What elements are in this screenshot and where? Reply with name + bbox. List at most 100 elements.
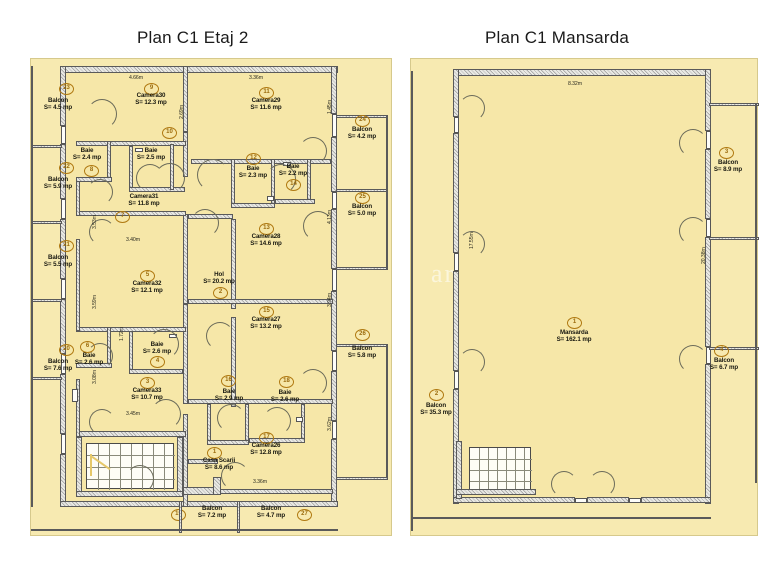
door-swing-1 bbox=[87, 99, 117, 129]
room-marker-19: 19 bbox=[171, 509, 186, 521]
camera33-window bbox=[72, 389, 78, 402]
dimension-8-32m: 8.32m bbox=[568, 81, 582, 87]
door-swing-4 bbox=[87, 179, 113, 205]
door-swing-11 bbox=[206, 322, 234, 350]
balcony-edge-right-top bbox=[386, 115, 388, 270]
room-label-baie10: Baie S= 2.5 mp bbox=[123, 147, 179, 162]
room-label-baie8: Baie S= 2.4 mp bbox=[59, 147, 115, 162]
wall-spine-mid1 bbox=[183, 132, 188, 177]
wall-camera27-bottom bbox=[188, 399, 333, 404]
room-marker-11: 11 bbox=[259, 87, 274, 99]
room-label-balcon24: Balcon S= 4.2 mp bbox=[333, 126, 391, 141]
dimension-1-45m: 1.45m bbox=[327, 100, 333, 114]
balcony-divider-left-1 bbox=[31, 145, 62, 148]
room-area: S= 12.8 mp bbox=[250, 449, 282, 457]
door-swing-m5 bbox=[679, 217, 707, 245]
room-marker-25: 25 bbox=[355, 192, 370, 204]
balcony-bottom-divider-2 bbox=[237, 501, 240, 533]
wall-baie16-bottom bbox=[207, 440, 249, 445]
room-label-camera31: Camera31 S= 11.8 mp bbox=[109, 193, 179, 208]
room-name: Balcon bbox=[47, 254, 69, 261]
room-marker-15: 15 bbox=[259, 306, 274, 318]
dimension-3-08m: 3.08m bbox=[92, 370, 98, 384]
door-swing-5 bbox=[197, 159, 229, 191]
door-swing-19 bbox=[299, 137, 327, 165]
plan-title-left: Plan C1 Etaj 2 bbox=[137, 28, 249, 47]
wall-mansarda-bottom-c bbox=[641, 497, 711, 503]
window-right-2 bbox=[332, 192, 337, 209]
room-area: S= 2.9 mp bbox=[214, 395, 244, 403]
balcony-edge-left bbox=[31, 66, 33, 507]
balcony-divider-left-3 bbox=[31, 299, 62, 302]
room-name: Hol bbox=[214, 271, 224, 278]
room-marker-13: 13 bbox=[259, 223, 274, 235]
room-area: S= 2.3 mp bbox=[238, 172, 268, 180]
balcony-divider-left-2 bbox=[31, 221, 62, 224]
room-name: Balcon bbox=[425, 402, 447, 409]
room-name: Camera32 bbox=[132, 280, 162, 287]
plan-title-right: Plan C1 Mansarda bbox=[485, 28, 629, 47]
room-marker-26: 26 bbox=[355, 329, 370, 341]
balcony-divider-mansarda-right-2 bbox=[709, 237, 759, 240]
room-label-balcon27: Balcon S= 4.7 mp bbox=[242, 505, 300, 520]
dimension-2-69m: 2.69m bbox=[179, 105, 185, 119]
room-marker-6: 6 bbox=[80, 341, 95, 353]
room-marker-27: 27 bbox=[297, 509, 312, 521]
room-name: Baie bbox=[286, 163, 300, 170]
door-swing-7 bbox=[191, 209, 219, 237]
room-name: Balcon bbox=[717, 159, 739, 166]
room-label-baie16: Baie S= 2.9 mp bbox=[201, 388, 257, 403]
room-name: Camera31 bbox=[129, 193, 159, 200]
wall-left-a bbox=[60, 66, 66, 126]
wall-spine-mid2 bbox=[183, 214, 188, 304]
room-label-camera33: Camera33 S= 10.7 mp bbox=[112, 387, 182, 402]
wall-camera33-left bbox=[76, 379, 80, 437]
room-label-baie14: Baie S= 2.2 mp bbox=[265, 163, 321, 178]
room-area: S= 6.7 mp bbox=[709, 364, 739, 372]
room-name: Balcon bbox=[260, 505, 282, 512]
window-left-3 bbox=[61, 279, 66, 299]
room-marker-m1: 1 bbox=[567, 317, 582, 329]
dimension-4-13m: 4.13m bbox=[327, 210, 333, 224]
room-area: S= 4.2 mp bbox=[347, 133, 377, 141]
balcony-divider-mansarda-right-1 bbox=[709, 103, 759, 106]
room-marker-16: 16 bbox=[221, 375, 236, 387]
room-area: S= 12.3 mp bbox=[135, 99, 167, 107]
balcony-bottom-divider-1 bbox=[179, 501, 182, 533]
dimension-3-59m: 3.59m bbox=[92, 295, 98, 309]
mansarda-window-bottom-2 bbox=[629, 498, 641, 503]
room-area: S= 11.8 mp bbox=[128, 200, 160, 208]
room-name: Balcon bbox=[47, 176, 69, 183]
door-swing-17 bbox=[89, 219, 115, 245]
wall-camera31-left bbox=[76, 181, 80, 216]
plan-sheet-mansarda: arena bbox=[407, 58, 759, 536]
wall-stair-m-left bbox=[456, 441, 462, 499]
window-left-2 bbox=[61, 199, 66, 219]
room-marker-3: 3 bbox=[140, 377, 155, 389]
door-swing-m2 bbox=[459, 231, 485, 257]
door-swing-m3 bbox=[459, 349, 485, 375]
room-marker-22: 22 bbox=[59, 162, 74, 174]
room-area: S= 35.3 mp bbox=[420, 409, 452, 417]
door-swing-15 bbox=[221, 462, 249, 490]
wall-stair-left bbox=[76, 437, 82, 497]
door-swing-m8 bbox=[589, 471, 615, 497]
room-name: Mansarda bbox=[559, 329, 589, 336]
room-area: S= 2.6 mp bbox=[270, 396, 300, 404]
room-marker-m3: 3 bbox=[719, 147, 734, 159]
window-right-1 bbox=[332, 114, 337, 137]
door-swing-3 bbox=[155, 163, 185, 193]
room-name: Baie bbox=[144, 147, 158, 154]
room-marker-20: 20 bbox=[59, 344, 74, 356]
room-label-balcon-m2: Balcon S= 35.3 mp bbox=[407, 402, 465, 417]
wall-mansarda-right-b bbox=[705, 149, 711, 219]
room-area: S= 20.2 mp bbox=[203, 278, 235, 286]
balcony-divider-right-3 bbox=[336, 267, 388, 270]
room-area: S= 7.6 mp bbox=[43, 365, 73, 373]
room-name: Baie bbox=[246, 165, 260, 172]
wall-mansarda-right-a bbox=[705, 69, 711, 131]
wall-mansarda-bottom-a bbox=[453, 497, 575, 503]
dimension-3-94m: 3.94m bbox=[327, 293, 333, 307]
wall-right-e bbox=[331, 371, 337, 421]
room-marker-12: 12 bbox=[246, 153, 261, 165]
